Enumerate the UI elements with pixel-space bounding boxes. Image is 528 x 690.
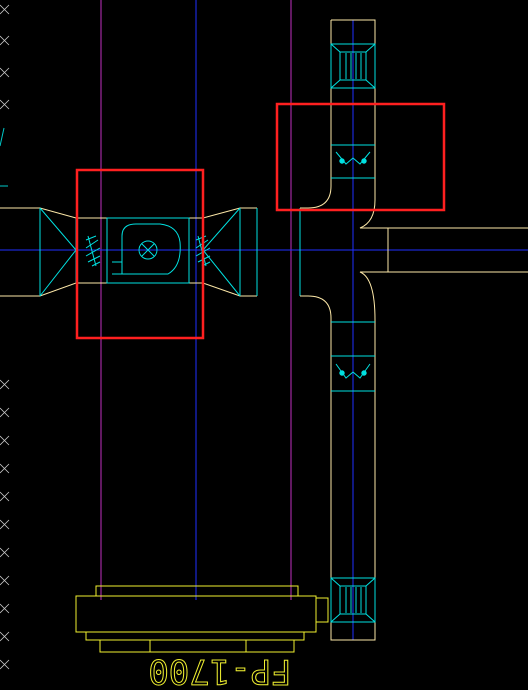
vertical-main-duct bbox=[300, 19, 528, 641]
fan-unit-bottom[interactable] bbox=[75, 585, 329, 653]
tee-junction-highlight-box[interactable] bbox=[275, 102, 446, 212]
supply-grille-bottom[interactable] bbox=[330, 577, 376, 623]
volume-damper-lower[interactable] bbox=[331, 321, 375, 392]
fan-coil-unit[interactable] bbox=[85, 217, 211, 284]
inlet-damper-hatch-icon bbox=[85, 235, 101, 267]
left-edge-ticks bbox=[0, 127, 8, 187]
fan-scroll-icon bbox=[121, 223, 181, 275]
fan-coil-housing bbox=[106, 217, 190, 284]
grille-slats-icon bbox=[345, 587, 362, 613]
grille-slats-icon bbox=[345, 53, 362, 79]
axis-lines bbox=[0, 0, 528, 640]
fan-coil-highlight-box[interactable] bbox=[75, 168, 205, 340]
left-edge-hatch bbox=[0, 4, 10, 670]
fan-motor-icon bbox=[138, 240, 158, 260]
unit-label: FP-1700 bbox=[148, 651, 291, 690]
supply-grille-top[interactable] bbox=[330, 43, 376, 89]
volume-damper-upper[interactable] bbox=[331, 144, 375, 179]
